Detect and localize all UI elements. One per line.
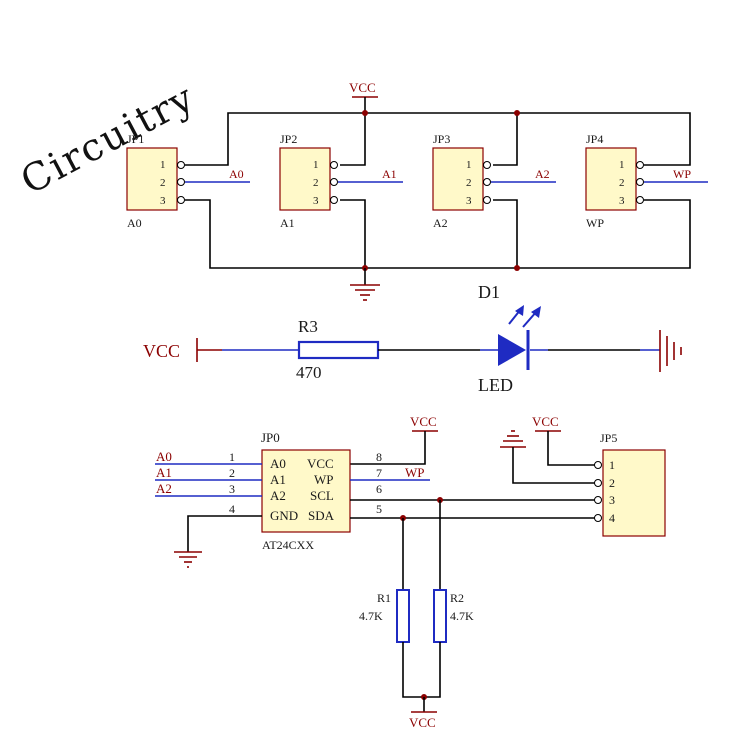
svg-text:VCC: VCC xyxy=(307,456,334,471)
r2-value: 4.7K xyxy=(450,609,474,623)
svg-text:7: 7 xyxy=(376,466,382,480)
pullup-resistors: R1 4.7K R2 4.7K VCC xyxy=(359,497,474,730)
svg-text:4: 4 xyxy=(229,502,235,516)
ground-icon xyxy=(350,284,380,301)
svg-text:A1: A1 xyxy=(270,472,286,487)
r3-ref: R3 xyxy=(298,317,318,336)
header-jp5: VCC JP5 1 2 3 4 xyxy=(500,414,666,537)
jp2-net: A1 xyxy=(382,167,397,181)
svg-text:6: 6 xyxy=(376,482,382,496)
svg-text:A2: A2 xyxy=(270,488,286,503)
jp5-ref: JP5 xyxy=(600,431,617,445)
svg-text:2: 2 xyxy=(609,476,615,490)
gnd-bus xyxy=(185,199,691,269)
r3-resistor xyxy=(297,340,380,360)
svg-text:3: 3 xyxy=(619,195,625,207)
r2-ref: R2 xyxy=(450,591,464,605)
jp2-pin3-wire xyxy=(340,199,366,268)
jp2-pin1-wire xyxy=(340,113,366,166)
vcc-label-top: VCC xyxy=(349,80,376,95)
svg-text:5: 5 xyxy=(376,502,382,516)
svg-text:4: 4 xyxy=(609,511,615,525)
jumper-jp4: JP4 1 2 3 WP WP xyxy=(585,132,708,230)
r1-ref: R1 xyxy=(377,591,391,605)
svg-text:2: 2 xyxy=(619,177,625,189)
jp4-ref: JP4 xyxy=(586,132,603,146)
jp3-pin1-wire xyxy=(493,113,518,166)
led-diode-icon xyxy=(498,334,526,366)
svg-text:1: 1 xyxy=(160,159,166,171)
jp3-bottom: A2 xyxy=(433,216,448,230)
svg-text:3: 3 xyxy=(229,482,235,496)
eeprom-part: AT24CXX xyxy=(262,538,314,552)
jumper-jp1: JP1 1 2 3 A0 A0 xyxy=(126,132,250,230)
jp2-bottom: A1 xyxy=(280,216,295,230)
jp4-bottom: WP xyxy=(586,216,604,230)
vcc-bus xyxy=(210,112,691,166)
jp1-ref: JP1 xyxy=(127,132,144,146)
led-circuit: VCC R3 470 D1 LED xyxy=(143,282,682,395)
svg-text:SDA: SDA xyxy=(308,508,335,523)
header-vcc-label: VCC xyxy=(532,414,559,429)
svg-text:3: 3 xyxy=(466,195,472,207)
svg-text:3: 3 xyxy=(609,493,615,507)
ground-icon xyxy=(659,330,682,372)
svg-text:3: 3 xyxy=(160,195,166,207)
ic-net-a2: A2 xyxy=(156,481,172,496)
ic-net-a1: A1 xyxy=(156,465,172,480)
svg-text:8: 8 xyxy=(376,450,382,464)
junction-dot xyxy=(514,110,520,116)
svg-text:SCL: SCL xyxy=(310,488,334,503)
ic-vcc-wire xyxy=(350,431,426,465)
r3-value: 470 xyxy=(296,363,322,382)
jp3-net: A2 xyxy=(535,167,550,181)
svg-text:1: 1 xyxy=(609,458,615,472)
junction-dot xyxy=(514,265,520,271)
ic-net-a0: A0 xyxy=(156,449,172,464)
svg-text:2: 2 xyxy=(160,177,166,189)
jp2-ref: JP2 xyxy=(280,132,297,146)
r1-resistor xyxy=(396,589,410,643)
led-label: LED xyxy=(478,375,513,395)
junction-dot xyxy=(362,110,368,116)
ic-vcc-label: VCC xyxy=(410,414,437,429)
svg-text:WP: WP xyxy=(314,472,334,487)
jp0-ref: JP0 xyxy=(261,430,280,445)
jp1-net: A0 xyxy=(229,167,244,181)
jumper-jp3: JP3 1 2 3 A2 A2 xyxy=(432,132,556,230)
eeprom-ic xyxy=(261,449,351,533)
svg-text:2: 2 xyxy=(313,177,319,189)
svg-text:1: 1 xyxy=(619,159,625,171)
jp1-bottom: A0 xyxy=(127,216,142,230)
jp3-ref: JP3 xyxy=(433,132,450,146)
r2-resistor xyxy=(433,589,447,643)
d1-ref: D1 xyxy=(478,282,500,302)
svg-text:2: 2 xyxy=(229,466,235,480)
svg-text:1: 1 xyxy=(466,159,472,171)
svg-text:A0: A0 xyxy=(270,456,286,471)
svg-text:GND: GND xyxy=(270,508,298,523)
jp4-net: WP xyxy=(673,167,691,181)
jp3-pin3-wire xyxy=(493,199,518,268)
light-arrows-icon xyxy=(508,305,541,328)
svg-text:1: 1 xyxy=(229,450,235,464)
eeprom-section: VCC JP0 A0 A1 A2 1 2 3 4 A0 A1 A2 GND VC… xyxy=(155,414,596,568)
ground-icon xyxy=(174,551,202,568)
ground-icon xyxy=(500,430,526,448)
led-vcc-label: VCC xyxy=(143,341,180,361)
ic-net-wp: WP xyxy=(405,465,425,480)
svg-text:1: 1 xyxy=(313,159,319,171)
jumper-jp2: JP2 1 2 3 A1 A1 xyxy=(279,132,403,230)
pullup-vcc-label: VCC xyxy=(409,715,436,730)
r1-value: 4.7K xyxy=(359,609,383,623)
svg-text:2: 2 xyxy=(466,177,472,189)
svg-text:3: 3 xyxy=(313,195,319,207)
